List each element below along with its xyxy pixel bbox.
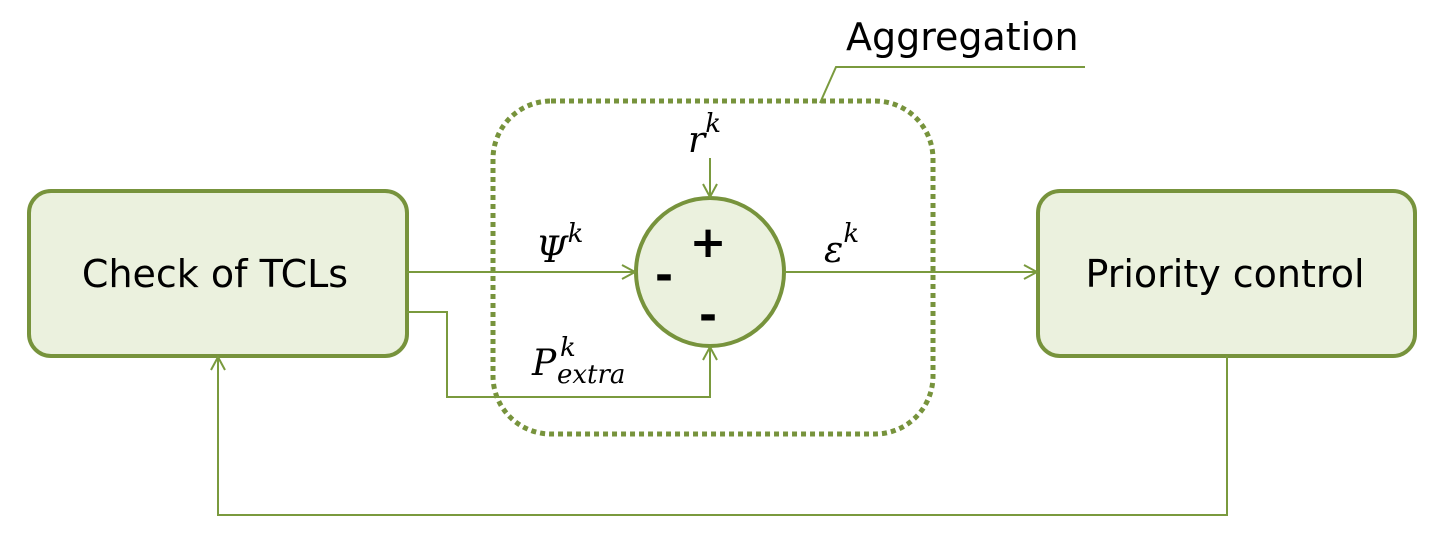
aggregation-label: Aggregation: [846, 15, 1079, 59]
wire-p-extra: [407, 311, 710, 398]
wire-feedback: [218, 356, 1228, 516]
signal-psi-label: Ψk: [536, 219, 583, 271]
svg-text:extra: extra: [557, 360, 625, 390]
summing-junction: + - -: [634, 196, 786, 348]
priority-control-block: Priority control: [1036, 189, 1417, 358]
junction-bottom-sign: -: [699, 290, 717, 341]
junction-left-sign: -: [655, 250, 673, 301]
signal-p-extra-label: P k extra: [531, 333, 625, 390]
check-of-tcls-block: Check of TCLs: [27, 189, 409, 358]
signal-epsilon-label: εk: [824, 219, 859, 271]
priority-control-label: Priority control: [1085, 252, 1364, 296]
signal-r-label: rk: [688, 109, 721, 161]
junction-top-sign: +: [690, 217, 727, 268]
aggregation-region: [490, 98, 936, 437]
svg-text:P: P: [531, 343, 557, 384]
check-of-tcls-label: Check of TCLs: [82, 252, 348, 296]
svg-text:k: k: [560, 333, 576, 363]
aggregation-callout-line: [819, 66, 1085, 104]
